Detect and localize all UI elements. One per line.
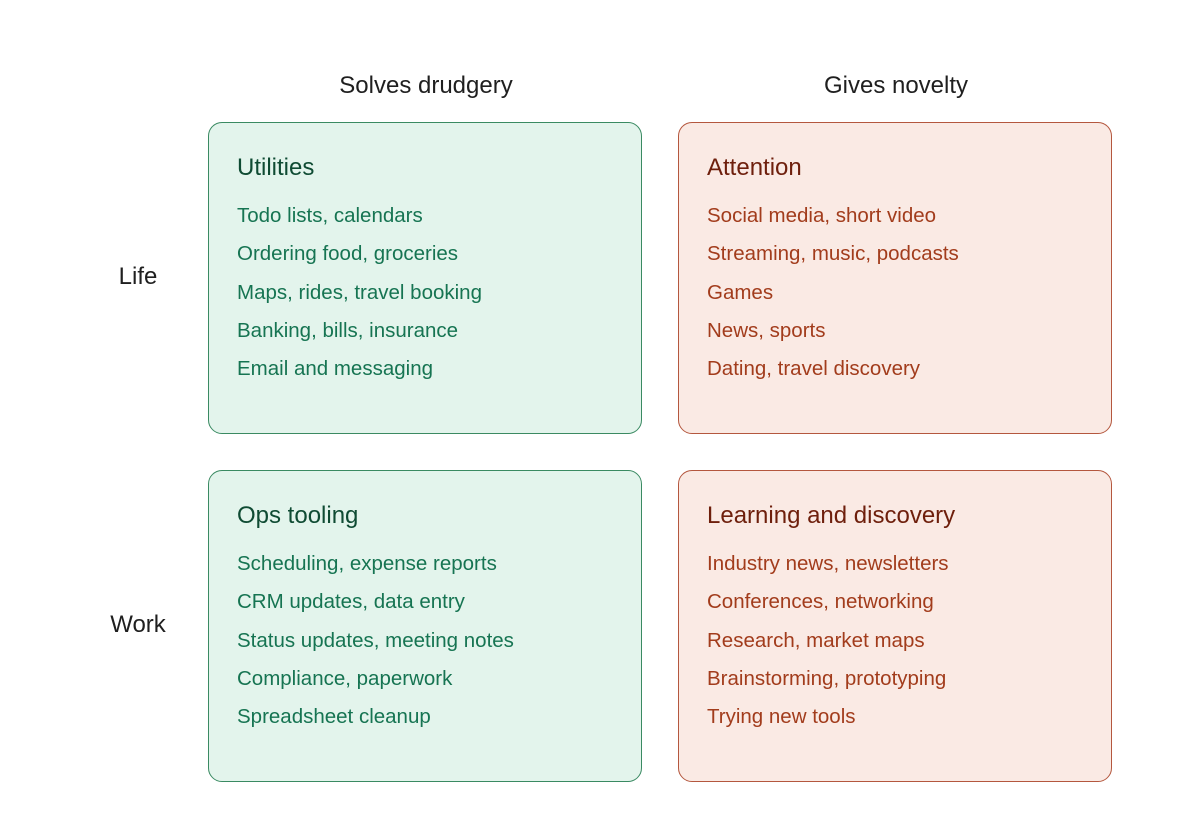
quadrant-learning-and-discovery: Learning and discovery Industry news, ne… xyxy=(678,470,1112,782)
list-item: Status updates, meeting notes xyxy=(237,628,514,652)
list-item: Banking, bills, insurance xyxy=(237,318,459,342)
list-item: Email and messaging xyxy=(237,357,433,381)
quadrant-item-list: Todo lists, calendars Ordering food, gro… xyxy=(237,197,614,388)
list-item: Spreadsheet cleanup xyxy=(237,705,431,729)
quadrant-item-list: Scheduling, expense reports CRM updates,… xyxy=(237,545,614,736)
column-header-gives-novelty: Gives novelty xyxy=(823,72,969,99)
list-item: Brainstorming, prototyping xyxy=(707,666,947,690)
quadrant-ops-tooling: Ops tooling Scheduling, expense reports … xyxy=(208,470,642,782)
list-item: Compliance, paperwork xyxy=(237,666,453,690)
list-item: Industry news, newsletters xyxy=(707,552,949,575)
list-item: Research, market maps xyxy=(707,628,925,652)
quadrant-title: Utilities xyxy=(237,154,315,181)
list-item: Games xyxy=(707,280,774,304)
quadrant-title: Ops tooling xyxy=(237,502,359,529)
column-header-solves-drudgery: Solves drudgery xyxy=(339,72,513,99)
list-item: Streaming, music, podcasts xyxy=(707,242,959,266)
quadrant-utilities: Utilities Todo lists, calendars Ordering… xyxy=(208,122,642,434)
list-item: Todo lists, calendars xyxy=(237,204,423,227)
list-item: Social media, short video xyxy=(707,204,937,227)
list-item: Maps, rides, travel booking xyxy=(237,280,482,304)
list-item: Ordering food, groceries xyxy=(237,242,459,266)
list-item: Scheduling, expense reports xyxy=(237,552,497,575)
quadrant-title: Learning and discovery xyxy=(707,502,956,529)
quadrant-title: Attention xyxy=(707,154,802,181)
list-item: Conferences, networking xyxy=(707,590,934,614)
row-header-work: Work xyxy=(110,611,166,638)
list-item: Dating, travel discovery xyxy=(707,357,921,381)
list-item: CRM updates, data entry xyxy=(237,590,465,614)
quadrant-attention: Attention Social media, short video Stre… xyxy=(678,122,1112,434)
list-item: Trying new tools xyxy=(707,705,856,729)
row-header-life: Life xyxy=(118,263,158,290)
quadrant-item-list: Industry news, newsletters Conferences, … xyxy=(707,545,1084,736)
quadrant-item-list: Social media, short video Streaming, mus… xyxy=(707,197,1084,388)
list-item: News, sports xyxy=(707,318,826,342)
